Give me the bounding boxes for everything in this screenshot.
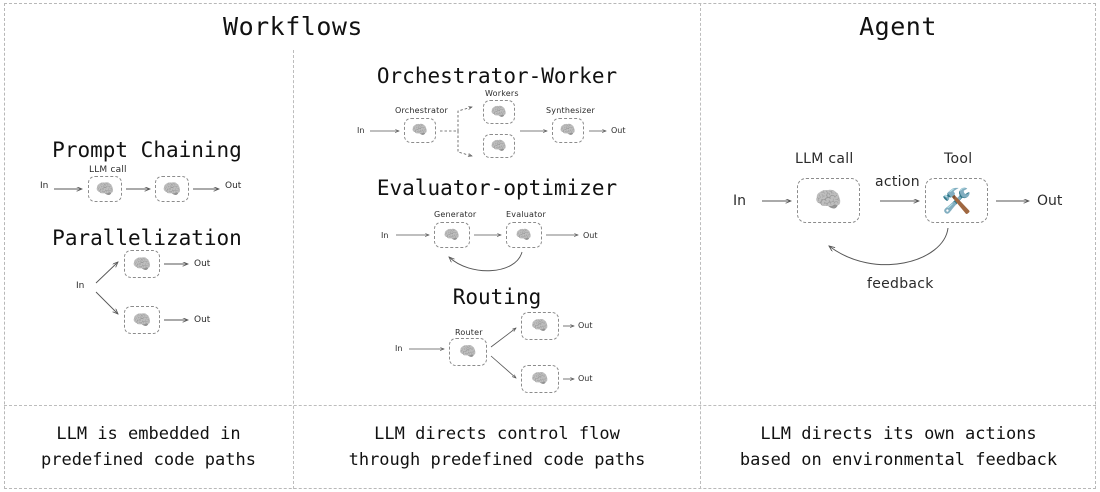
prompt-chaining-llm-call-label: LLM call	[89, 165, 127, 175]
agent-llm-call-label: LLM call	[795, 151, 854, 167]
brain-icon: 🧠	[490, 104, 508, 120]
caption-divider	[4, 405, 1096, 406]
caption-agent: LLM directs its own actions based on env…	[739, 424, 1058, 470]
workers-label: Workers	[485, 89, 519, 98]
orchestrator-label: Orchestrator	[395, 106, 449, 115]
brain-icon: 🧠	[411, 123, 429, 138]
section-title-agent: Agent	[859, 12, 937, 41]
agent-feedback-label: feedback	[867, 276, 934, 292]
router-node: 🧠	[449, 338, 487, 366]
evaluator-node: 🧠	[506, 222, 542, 248]
brain-icon: 🧠	[515, 227, 533, 243]
prompt-chaining-in-label: In	[40, 181, 49, 191]
column-divider-right	[700, 3, 701, 489]
caption-workflows-left: LLM is embedded in predefined code paths	[41, 424, 256, 470]
parallelization-node-1: 🧠	[124, 250, 160, 278]
agent-action-label: action	[875, 174, 920, 190]
routing-node-1: 🧠	[521, 312, 559, 340]
orchestrator-out-label: Out	[611, 126, 626, 135]
synthesizer-node: 🧠	[552, 118, 584, 143]
brain-icon: 🧠	[531, 318, 549, 334]
agent-tool-label: Tool	[944, 151, 973, 167]
pattern-title-orchestrator-worker: Orchestrator-Worker	[376, 64, 618, 88]
parallelization-node-2: 🧠	[124, 306, 160, 334]
prompt-chaining-out-label: Out	[225, 181, 242, 191]
evaluator-in-label: In	[381, 231, 389, 240]
brain-icon: 🧠	[459, 344, 477, 360]
brain-icon: 🧠	[132, 310, 152, 329]
agent-out-label: Out	[1037, 193, 1063, 209]
orchestrator-in-label: In	[357, 126, 365, 135]
pattern-title-routing: Routing	[452, 285, 542, 309]
brain-icon: 🧠	[132, 254, 152, 273]
prompt-chaining-node-2: 🧠	[155, 176, 189, 202]
section-title-workflows: Workflows	[223, 12, 363, 41]
orchestrator-node: 🧠	[404, 118, 436, 143]
synthesizer-label: Synthesizer	[546, 106, 596, 115]
brain-icon: 🧠	[531, 371, 549, 387]
pattern-title-prompt-chaining: Prompt Chaining	[52, 138, 242, 162]
brain-icon: 🧠	[162, 179, 182, 198]
generator-node: 🧠	[434, 222, 470, 248]
caption-workflows-middle: LLM directs control flow through predefi…	[348, 424, 646, 470]
prompt-chaining-node-1: 🧠	[88, 176, 122, 202]
agent-llm-node: 🧠	[797, 178, 860, 223]
brain-icon: 🧠	[490, 138, 508, 154]
worker-node-2: 🧠	[483, 134, 515, 158]
parallelization-in-label: In	[76, 281, 85, 291]
brain-icon: 🧠	[814, 187, 843, 213]
pattern-title-evaluator-optimizer: Evaluator-optimizer	[376, 176, 618, 200]
parallelization-out-label-1: Out	[194, 259, 211, 269]
brain-icon: 🧠	[443, 227, 461, 243]
brain-icon: 🧠	[95, 179, 115, 198]
evaluator-out-label: Out	[583, 231, 598, 240]
routing-node-2: 🧠	[521, 365, 559, 393]
routing-in-label: In	[395, 344, 403, 353]
worker-node-1: 🧠	[483, 100, 515, 124]
generator-label: Generator	[434, 210, 477, 219]
agent-in-label: In	[733, 193, 747, 209]
routing-out-label-1: Out	[578, 321, 593, 330]
router-label: Router	[455, 328, 483, 337]
routing-out-label-2: Out	[578, 374, 593, 383]
agent-tool-node: 🛠️	[925, 178, 988, 223]
brain-icon: 🧠	[559, 123, 577, 138]
column-divider-left	[293, 50, 294, 489]
parallelization-out-label-2: Out	[194, 315, 211, 325]
pattern-title-parallelization: Parallelization	[52, 226, 242, 250]
tool-icon: 🛠️	[941, 186, 972, 215]
evaluator-label: Evaluator	[506, 210, 547, 219]
